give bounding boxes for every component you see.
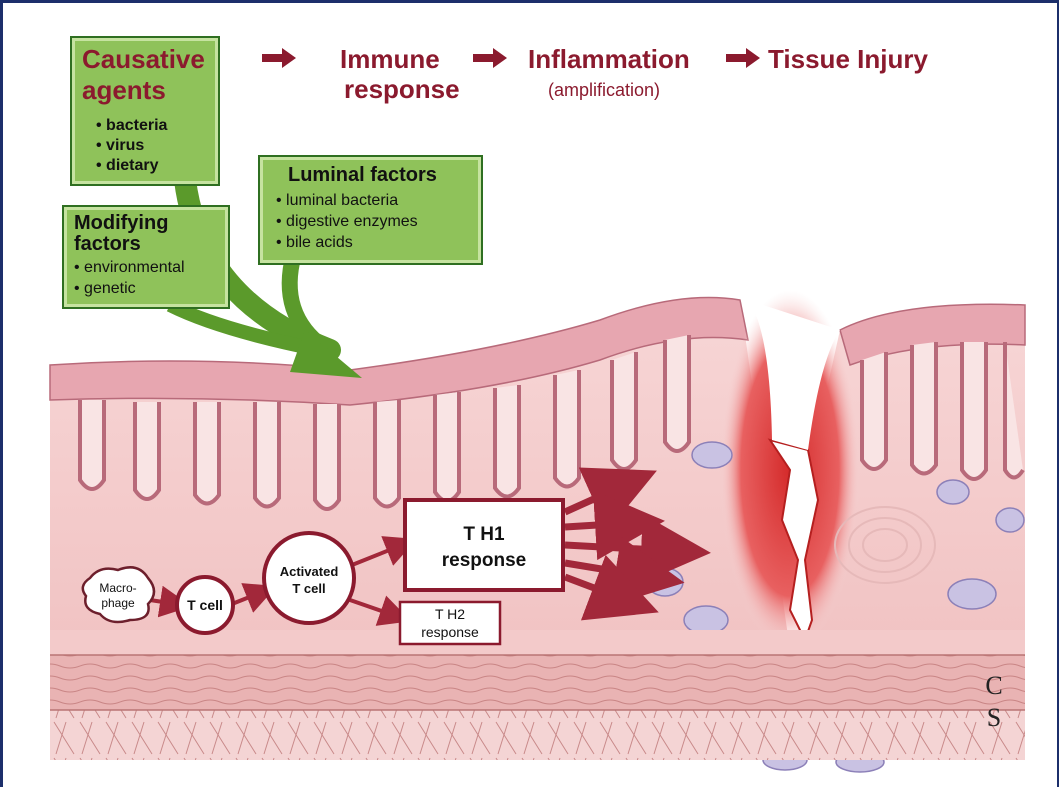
flow-amplification: (amplification) xyxy=(548,80,660,101)
th2-label-line1: T H2 xyxy=(435,606,465,622)
causative-list: bacteria virus dietary xyxy=(82,116,218,176)
submucosa-layer xyxy=(50,630,1025,655)
activated-tcell-label-line1: Activated xyxy=(280,564,339,579)
flow-arrow-1 xyxy=(262,48,296,68)
causative-title-line1: Causative xyxy=(82,44,218,75)
macrophage-label-line2: phage xyxy=(101,596,135,610)
muscle-layer xyxy=(50,655,1025,710)
luminal-item: bile acids xyxy=(276,232,481,253)
flow-arrow-2 xyxy=(473,48,507,68)
th1-response-box xyxy=(405,500,563,590)
causative-title-line2: agents xyxy=(82,75,218,106)
modifying-title-line2: factors xyxy=(74,234,228,255)
flow-immune-response: Immune response xyxy=(340,44,460,104)
modifying-item: genetic xyxy=(74,278,228,299)
modifying-factors-box: Modifying factors environmental genetic xyxy=(62,205,230,309)
signature-s: S xyxy=(987,703,1001,732)
serosa-layer xyxy=(50,710,1025,760)
luminal-list: luminal bacteria digestive enzymes bile … xyxy=(276,190,481,253)
flow-immune-line2: response xyxy=(344,74,460,104)
activated-tcell-label-line2: T cell xyxy=(292,581,325,596)
causative-item: virus xyxy=(96,136,218,156)
luminal-item: digestive enzymes xyxy=(276,211,481,232)
flow-immune-line1: Immune xyxy=(340,44,460,74)
flow-inflammation: Inflammation xyxy=(528,44,690,74)
th2-label-line2: response xyxy=(421,624,479,640)
luminal-factors-box: Luminal factors luminal bacteria digesti… xyxy=(258,155,483,265)
th1-label-line1: T H1 xyxy=(463,524,505,545)
flow-arrow-3 xyxy=(726,48,760,68)
luminal-item: luminal bacteria xyxy=(276,190,481,211)
macrophage-label-line1: Macro- xyxy=(99,581,136,595)
flow-tissue-injury: Tissue Injury xyxy=(768,44,928,74)
luminal-title: Luminal factors xyxy=(288,165,481,186)
causative-item: bacteria xyxy=(96,116,218,136)
modifying-item: environmental xyxy=(74,257,228,278)
causative-agents-box: Causative agents bacteria virus dietary xyxy=(70,36,220,186)
causative-item: dietary xyxy=(96,156,218,176)
th1-label-line2: response xyxy=(442,550,526,571)
signature-c: C xyxy=(985,671,1002,700)
tcell-label: T cell xyxy=(187,597,223,613)
modifying-title-line1: Modifying xyxy=(74,213,228,234)
modifying-list: environmental genetic xyxy=(74,257,228,299)
